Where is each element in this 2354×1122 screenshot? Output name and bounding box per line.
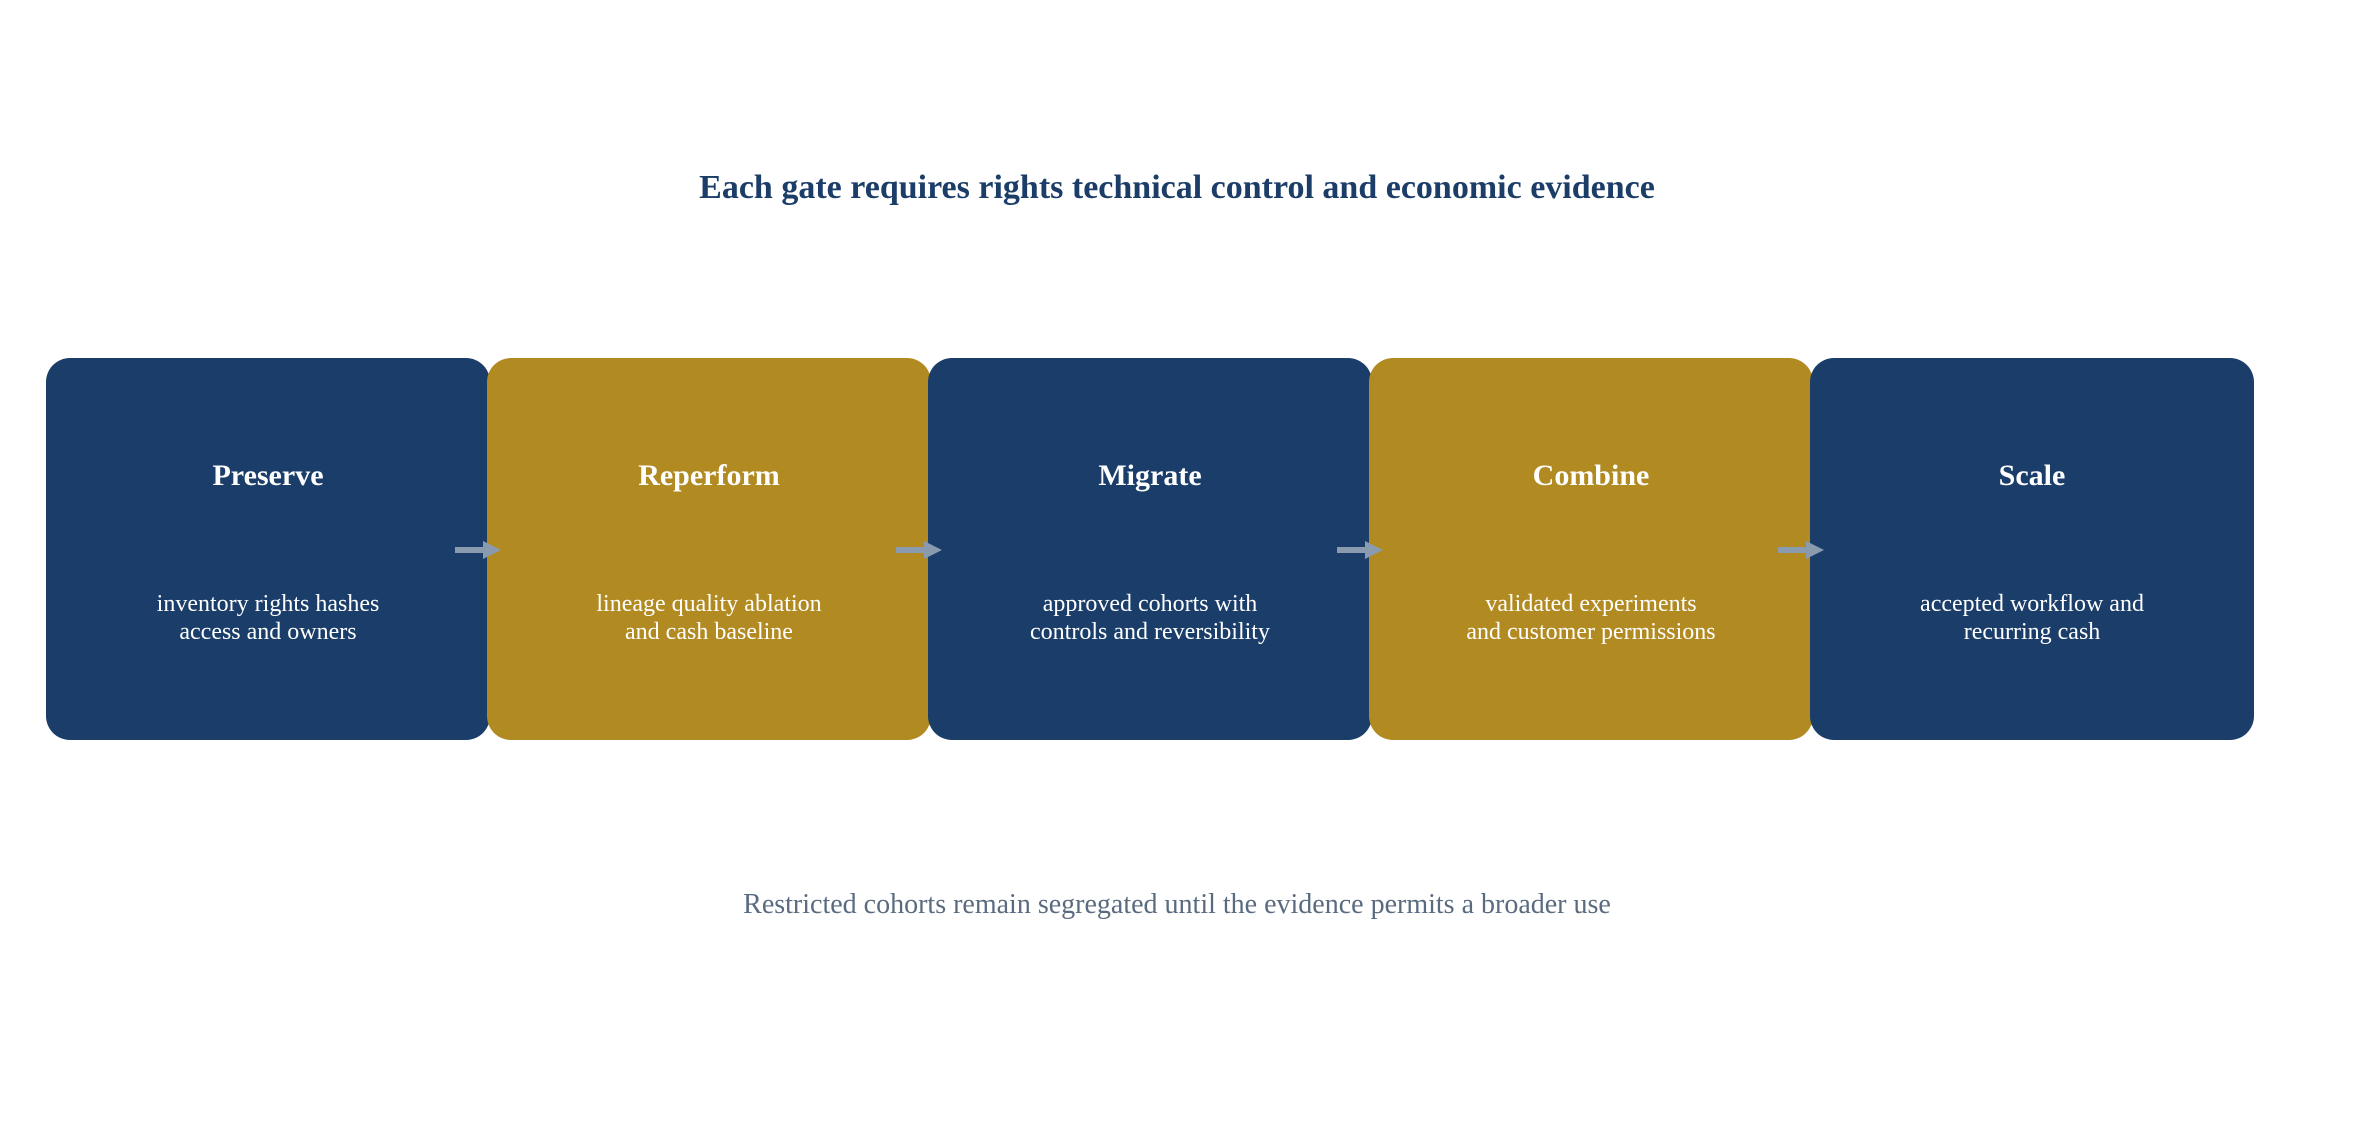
stage-migrate: Migrate approved cohorts with controls a… [928,358,1372,740]
stage-combine: Combine validated experiments and custom… [1369,358,1813,740]
stage-description: inventory rights hashes access and owner… [156,591,380,645]
arrow-right-icon [1778,541,1824,559]
stage-title: Preserve [212,459,324,492]
stage-description: approved cohorts with controls and rever… [1030,591,1270,645]
stage-description: lineage quality ablation and cash baseli… [596,591,822,645]
stage-title: Combine [1532,459,1650,492]
arrow-right-icon [455,541,501,559]
footer-note: Restricted cohorts remain segregated unt… [743,889,1611,920]
stage-title: Scale [1998,459,2066,492]
stage-description: validated experiments and customer permi… [1466,591,1716,645]
arrow-right-icon [1337,541,1383,559]
stage-description: accepted workflow and recurring cash [1920,591,2144,645]
diagram-title: Each gate requires rights technical cont… [699,169,1655,206]
stage-reperform: Reperform lineage quality ablation and c… [487,358,931,740]
stage-scale: Scale accepted workflow and recurring ca… [1810,358,2254,740]
arrow-right-icon [896,541,942,559]
stage-preserve: Preserve inventory rights hashes access … [46,358,490,740]
stage-title: Migrate [1098,459,1202,492]
stage-title: Reperform [638,459,780,492]
